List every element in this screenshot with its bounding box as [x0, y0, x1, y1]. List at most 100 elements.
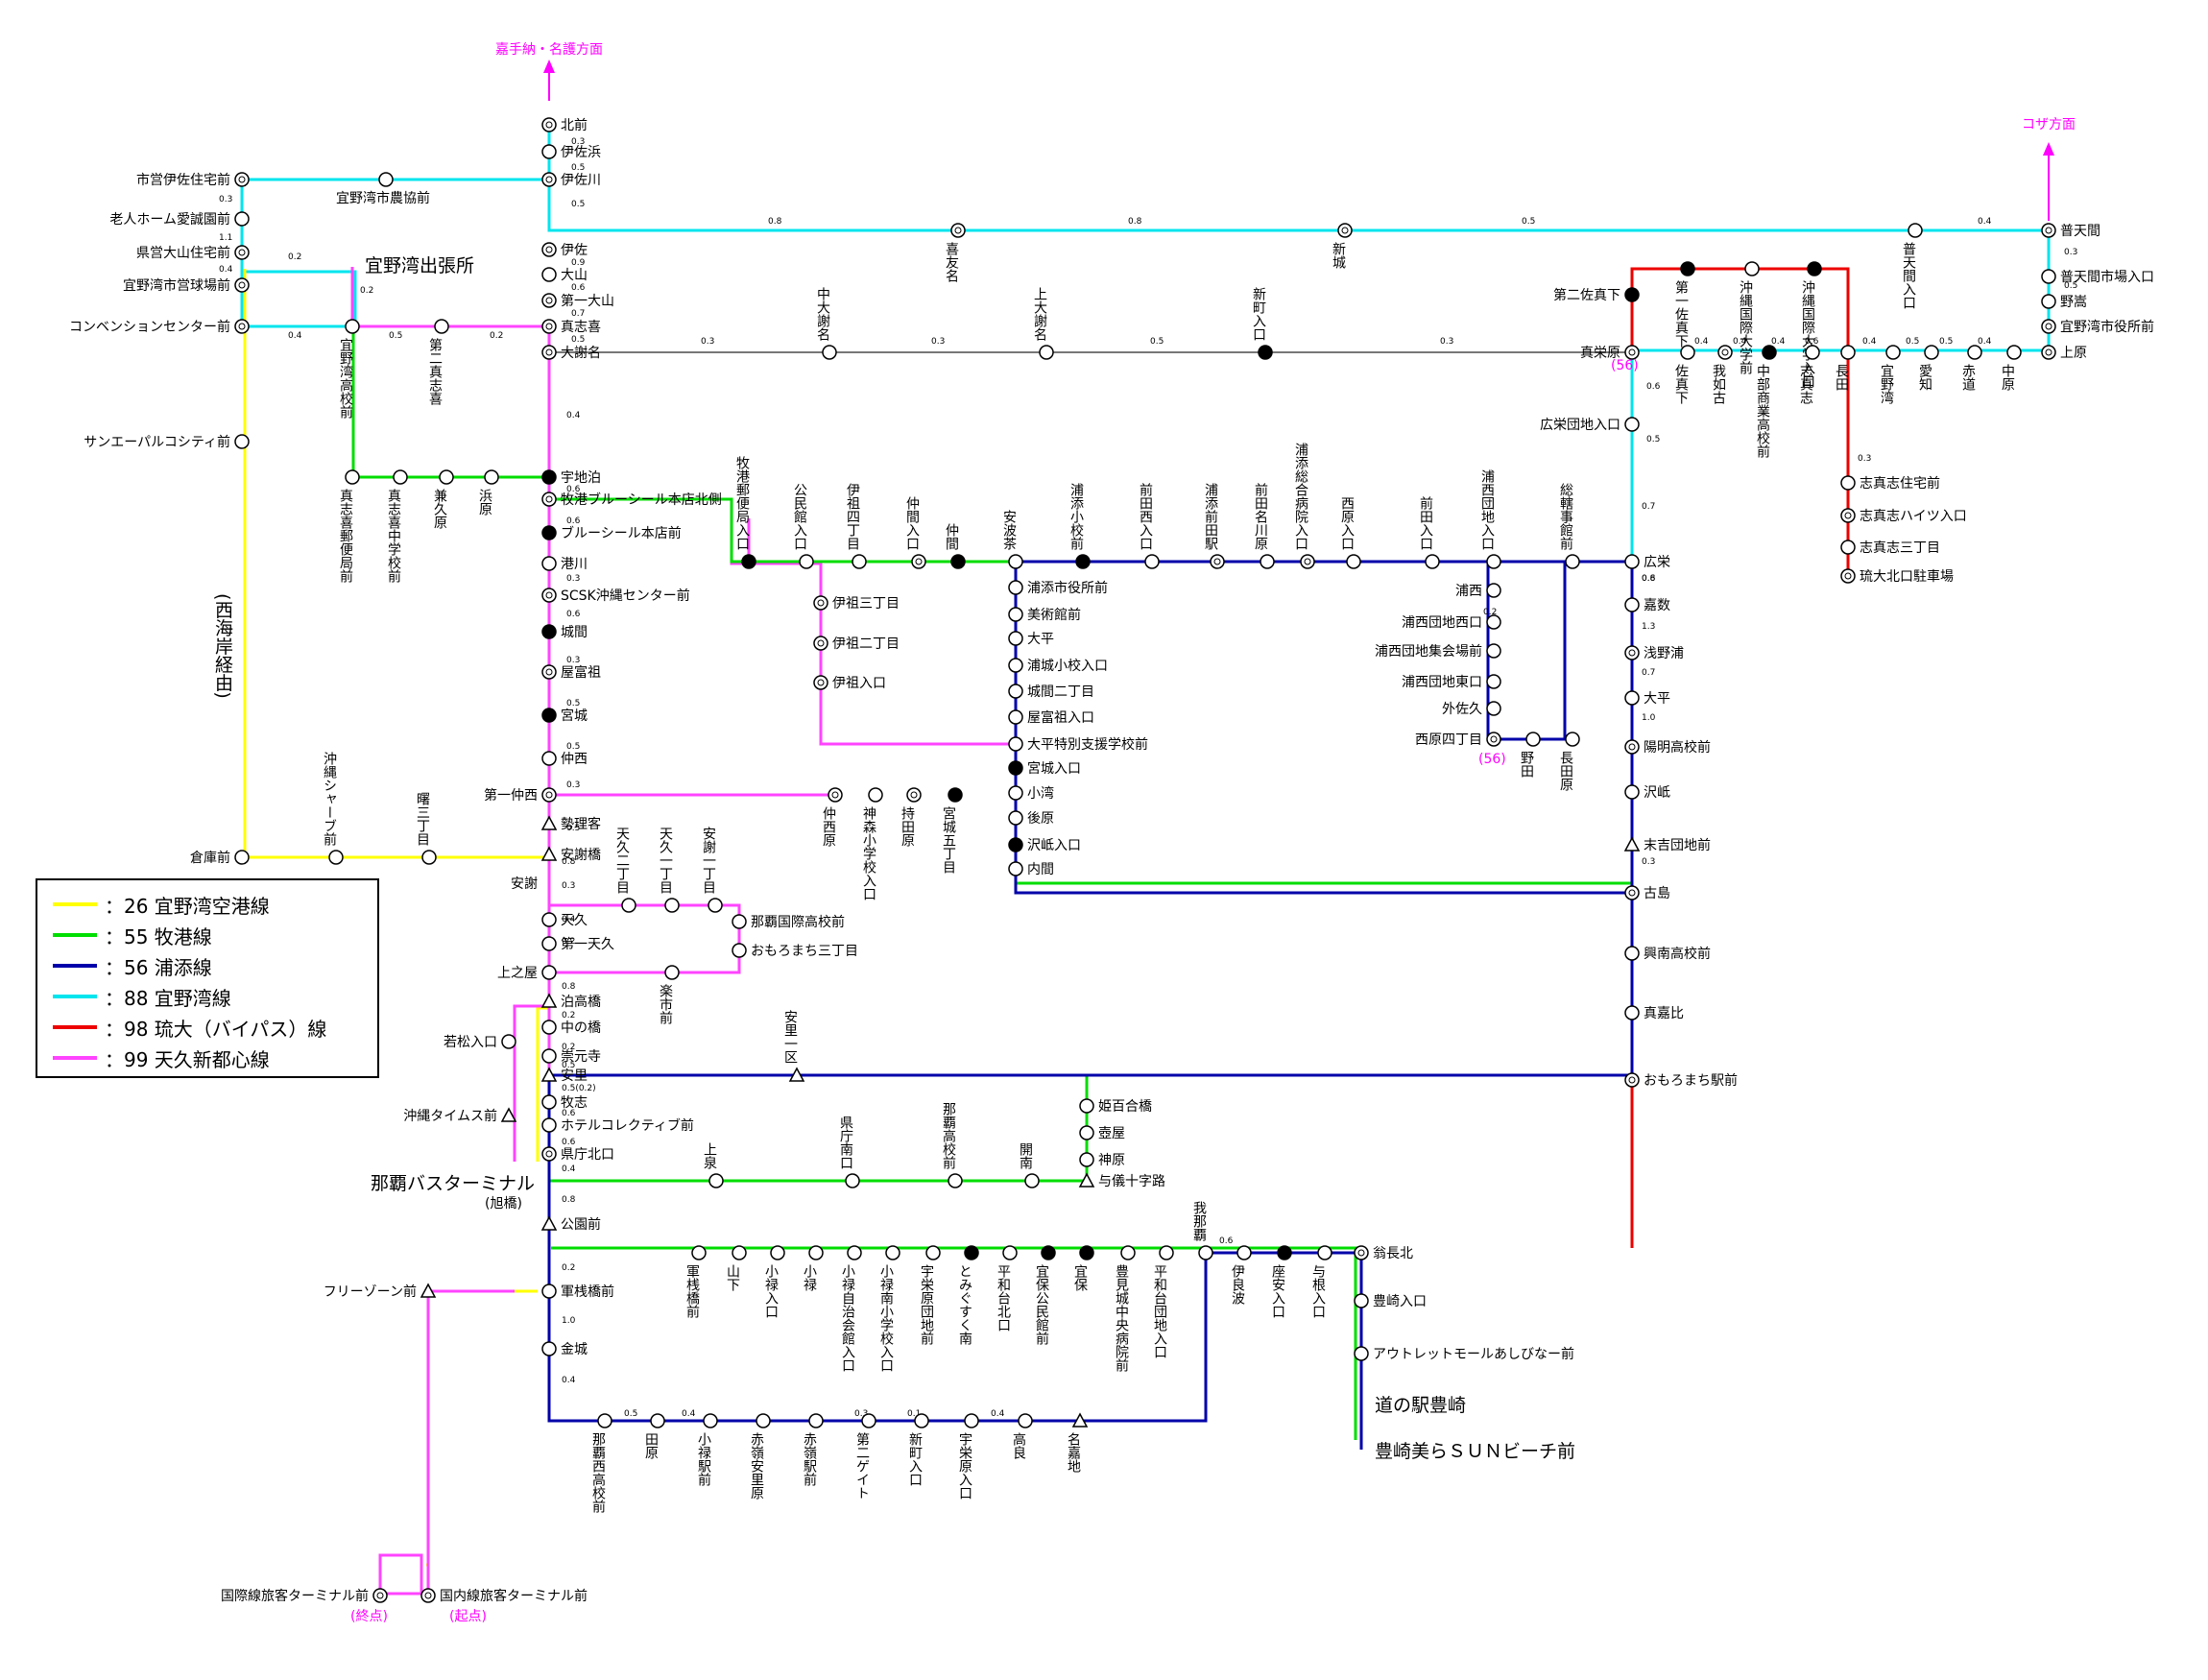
stop-marker-icon	[541, 1284, 557, 1299]
stop-inner-ring-icon	[376, 1592, 384, 1599]
bus-stop: 宜野湾市営球場前	[123, 277, 250, 294]
bus-stop: 浜原	[477, 469, 499, 516]
legend-label: ：56 浦添線	[105, 955, 212, 979]
stop-name: 琉大北口駐車場	[1860, 568, 1954, 585]
end-marker: (終点)	[350, 1609, 388, 1624]
distance-label: 0.2	[562, 1011, 575, 1020]
stop-marker-icon	[1008, 785, 1023, 801]
route-88-line	[240, 120, 2051, 1081]
bus-stop: 楽市前	[658, 965, 680, 1025]
stop-inner-ring-icon	[1628, 1076, 1636, 1084]
stop-inner-ring-icon	[545, 495, 553, 503]
distance-label: 0.3	[219, 195, 232, 204]
stop-name: 伊祖三丁目	[832, 596, 900, 612]
bus-stop: 大謝名	[541, 345, 601, 361]
legend-label: ：55 牧港線	[105, 924, 212, 948]
bus-stop: 老人ホーム愛誠園前	[109, 211, 250, 228]
bus-stop: 安里一区	[782, 1010, 805, 1082]
bus-stop: 宮城入口	[1008, 760, 1081, 777]
bus-stop: 屋富祖	[541, 664, 601, 681]
stop-marker-icon	[234, 211, 250, 227]
stop-marker-icon	[328, 850, 344, 865]
stop-name: 第二ゲイト	[854, 1431, 870, 1500]
bus-stop: 宜保	[1072, 1245, 1094, 1291]
bus-stop: 宜野湾市農協前	[336, 172, 430, 206]
stop-marker-icon	[868, 787, 883, 803]
stop-name: 西原入口	[1339, 496, 1355, 550]
stop-name: 上原	[2060, 346, 2087, 361]
distance-label: 0.6	[566, 485, 581, 494]
distance-label: 0.5	[1906, 337, 1919, 347]
stop-inner-ring-icon	[1628, 743, 1636, 751]
stop-name: 曙三丁目	[415, 792, 430, 846]
stop-name: 神森小学校入口	[861, 806, 876, 900]
stop-marker-icon	[1008, 631, 1023, 646]
stop-inner-ring-icon	[817, 639, 825, 647]
stop-name: 倉庫前	[190, 850, 230, 866]
stop-inner-ring-icon	[1357, 1249, 1365, 1257]
stop-marker-icon	[541, 293, 557, 308]
stop-name: 伊祖四丁目	[845, 483, 860, 550]
stop-marker-icon	[2006, 345, 2022, 360]
bus-stop: 広栄	[1624, 554, 1670, 570]
stop-inner-ring-icon	[817, 679, 825, 686]
distance-label: 0.1	[907, 1409, 921, 1419]
bus-stop: 志真志住宅前	[1840, 475, 1940, 492]
koza-direction-label: コザ方面	[2022, 117, 2076, 132]
stop-name: 国際線旅客ターミナル前	[221, 1588, 369, 1604]
bus-stop: 小禄駅前	[696, 1413, 718, 1487]
stop-marker-icon	[1486, 643, 1501, 659]
bus-stop: 浦西	[1455, 583, 1501, 599]
stop-marker-icon	[541, 912, 557, 927]
bus-stop: 神原	[1079, 1152, 1125, 1168]
stop-marker-icon	[541, 556, 557, 571]
bus-stop: 泊高橋	[540, 993, 601, 1010]
stop-marker-icon	[541, 965, 557, 980]
stop-triangle-icon	[1623, 836, 1641, 852]
stop-marker-icon	[852, 554, 867, 569]
stop-marker-icon	[732, 1245, 747, 1260]
stop-name: 美術館前	[1027, 607, 1081, 623]
bus-stop: 県庁南口	[838, 1116, 860, 1188]
legend-swatch	[53, 933, 97, 937]
bus-stop: ホテルコレクティブ前	[541, 1117, 694, 1134]
stop-name: 沢岻	[1644, 785, 1670, 801]
bus-stop: 赤嶺駅前	[802, 1413, 824, 1487]
stop-name: 北前	[561, 117, 588, 133]
stop-marker-icon	[828, 787, 843, 803]
stop-name: 広栄	[1644, 555, 1670, 570]
legend-item: ：98 琉大（バイパス）線	[53, 1013, 326, 1042]
stop-name: 真嘉比	[1644, 1006, 1684, 1021]
stop-marker-icon	[1624, 946, 1640, 961]
bus-stop: 屋富祖入口	[1008, 709, 1094, 726]
stop-name: 野嵩	[2060, 295, 2087, 310]
bus-stop: 名嘉地	[1066, 1412, 1089, 1473]
bus-stop: 那覇高校前	[941, 1102, 963, 1188]
stop-name: 宇栄原入口	[957, 1432, 972, 1500]
bus-stop: 仲西	[541, 751, 588, 767]
bus-stop: 浦添小校前	[1068, 483, 1091, 569]
origin-marker: (起点)	[449, 1609, 487, 1624]
stop-name: フリーゾーン前	[324, 1284, 417, 1300]
stop-marker-icon	[1807, 261, 1822, 276]
distance-label: 0.6	[1642, 574, 1656, 584]
bus-stop: 大平特別支援学校前	[1008, 736, 1148, 753]
distance-label: 0.3	[701, 337, 714, 347]
stop-name: 陽明高校前	[1644, 739, 1711, 756]
stop-name: 若松入口	[444, 1035, 497, 1050]
bus-stop: 若松入口	[444, 1034, 516, 1050]
bus-stop: 小禄	[802, 1245, 824, 1291]
bus-stop: 後原	[1008, 810, 1054, 827]
stop-name: 浦西	[1455, 584, 1482, 599]
bus-stop: 宮城五丁目	[941, 787, 963, 874]
bus-stop: 上泉	[702, 1142, 724, 1188]
stop-marker-icon	[1908, 223, 1923, 238]
bus-stop: 大平	[1624, 690, 1670, 707]
stop-marker-icon	[1300, 554, 1315, 569]
stop-marker-icon	[2041, 223, 2056, 238]
stop-name: 安謝橋	[561, 848, 601, 863]
stop-marker-icon	[2041, 294, 2056, 309]
legend-label: ：88 宜野湾線	[105, 986, 231, 1010]
distance-label: 1.0	[562, 1316, 576, 1326]
stop-marker-icon	[948, 787, 963, 803]
